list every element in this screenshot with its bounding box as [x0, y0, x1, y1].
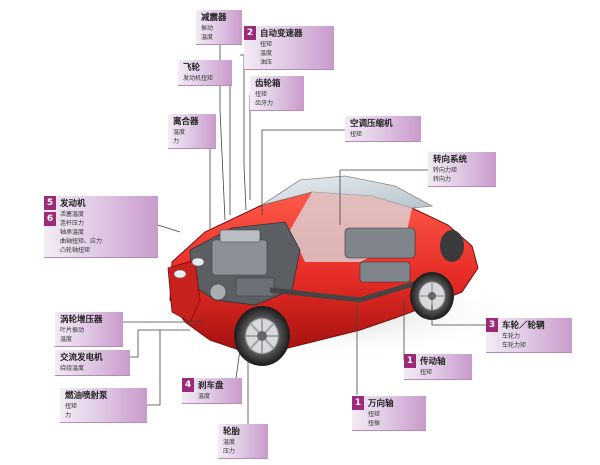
- engine-line: 曲轴扭矩、应力: [60, 238, 103, 245]
- injection-pump-line: 力: [65, 412, 72, 419]
- alternator-line: 绕组温度: [60, 365, 85, 372]
- engine-line: 轴承温度: [60, 229, 85, 236]
- leader-engine: [157, 224, 181, 233]
- steering-line: 转向力矩: [433, 167, 458, 174]
- engine-block: [209, 229, 275, 301]
- alternator-title: 交流发电机: [60, 353, 103, 363]
- label-brake-disc: 4 刹车盘 温度: [182, 378, 242, 404]
- car-windshield: [261, 175, 434, 209]
- shock-absorber-title: 减震器: [201, 13, 227, 23]
- rear-wheel: [410, 272, 454, 320]
- transmission-line: 油压: [260, 59, 273, 66]
- drive-shaft-line: 扭矩: [420, 369, 433, 376]
- wheel-hub-line: 车轮力矩: [502, 342, 527, 349]
- leader-transmission: [240, 54, 247, 211]
- label-gearbox: 齿轮箱 扭矩 齿牙力: [250, 76, 304, 111]
- shock-absorber-line: 温度: [201, 34, 214, 41]
- label-alternator: 交流发电机 绕组温度: [55, 350, 130, 376]
- engine-title: 发动机: [60, 199, 86, 209]
- injection-pump-line: 扭矩: [65, 403, 78, 410]
- front-wheel: [234, 306, 290, 366]
- label-injection-pump: 燃油喷射泵 扭矩 力: [60, 388, 147, 423]
- gearbox-line: 齿牙力: [255, 100, 274, 107]
- leader-pump: [147, 330, 161, 406]
- transmission-line: 扭矩: [260, 41, 273, 48]
- label-turbo: 涡轮增压器 叶片振动 温度: [55, 312, 123, 347]
- leader-ac: [261, 129, 345, 215]
- drive-shaft-title: 传动轴: [420, 357, 446, 367]
- label-wheel-hub: 3 车轮／轮辋 车轮力 车轮力矩: [486, 318, 572, 353]
- drive-shaft-badge: 1: [404, 354, 416, 368]
- injection-pump-title: 燃油喷射泵: [65, 391, 108, 401]
- clutch-line: 力: [173, 138, 180, 145]
- brake-disc-line: 温度: [198, 393, 211, 400]
- engine-line: 连杆压力: [60, 220, 85, 227]
- label-drive-shaft: 1 传动轴 扭矩: [404, 354, 472, 380]
- label-engine: 5 6 发动机 活塞温度 连杆压力 轴承温度 曲轴扭矩、应力 凸轮轴扭矩: [44, 196, 158, 258]
- label-universal-joint: 1 万向轴 扭矩 扭振: [352, 396, 426, 431]
- transmission-line: 温度: [260, 50, 273, 57]
- clutch-title: 离合器: [173, 117, 199, 127]
- engine-badge-6: 6: [44, 212, 56, 226]
- universal-joint-badge: 1: [352, 396, 364, 410]
- clutch-line: 温度: [173, 129, 186, 136]
- gearbox-line: 扭矩: [255, 91, 268, 98]
- universal-joint-line: 扭振: [368, 420, 381, 427]
- rear-axle: [344, 227, 416, 283]
- tire-line: 温度: [223, 439, 236, 446]
- universal-joint-line: 扭矩: [368, 411, 381, 418]
- ac-compressor-line: 扭矩: [350, 131, 363, 138]
- label-transmission: 2 自动变速器 扭矩 温度 油压: [244, 26, 334, 70]
- universal-joint-title: 万向轴: [368, 399, 394, 409]
- turbo-line: 温度: [60, 336, 73, 343]
- leader-wheel: [431, 305, 486, 326]
- brake-disc-title: 刹车盘: [198, 381, 224, 391]
- ac-compressor-title: 空调压缩机: [350, 119, 393, 129]
- wheel-hub-badge: 3: [486, 318, 498, 332]
- steering-line: 转向力: [433, 176, 452, 183]
- label-tire: 轮胎 温度 压力: [218, 424, 268, 459]
- headlights: [173, 257, 205, 279]
- rear-wheel-far: [440, 230, 464, 262]
- drive-shaft-line: [269, 279, 421, 303]
- steering-title: 转向系统: [433, 155, 468, 165]
- label-shock-absorber: 减震器 振动 温度: [196, 10, 242, 45]
- flywheel-line: 发动机扭矩: [183, 75, 214, 82]
- label-clutch: 离合器 温度 力: [168, 114, 216, 149]
- turbo-title: 涡轮增压器: [60, 315, 103, 325]
- engine-line: 凸轮轴扭矩: [60, 247, 91, 254]
- label-flywheel: 飞轮 发动机扭矩: [178, 60, 232, 86]
- leader-steering: [339, 169, 428, 225]
- turbo-line: 叶片振动: [60, 327, 85, 334]
- engine-line: 活塞温度: [60, 211, 85, 218]
- wheel-hub-line: 车轮力: [502, 333, 521, 340]
- tire-title: 轮胎: [223, 427, 241, 437]
- transmission-title: 自动变速器: [260, 29, 303, 39]
- wheel-hub-title: 车轮／轮辋: [502, 321, 545, 331]
- brake-disc-badge: 4: [182, 378, 194, 392]
- leader-alternator: [130, 329, 190, 358]
- label-steering: 转向系统 转向力矩 转向力: [428, 152, 496, 187]
- gearbox-title: 齿轮箱: [255, 79, 281, 89]
- engine-badge-5: 5: [44, 196, 56, 210]
- tire-line: 压力: [223, 448, 236, 455]
- label-ac-compressor: 空调压缩机 扭矩: [345, 116, 421, 142]
- transmission-badge: 2: [244, 26, 256, 40]
- shock-absorber-line: 振动: [201, 25, 214, 32]
- flywheel-title: 飞轮: [183, 63, 201, 73]
